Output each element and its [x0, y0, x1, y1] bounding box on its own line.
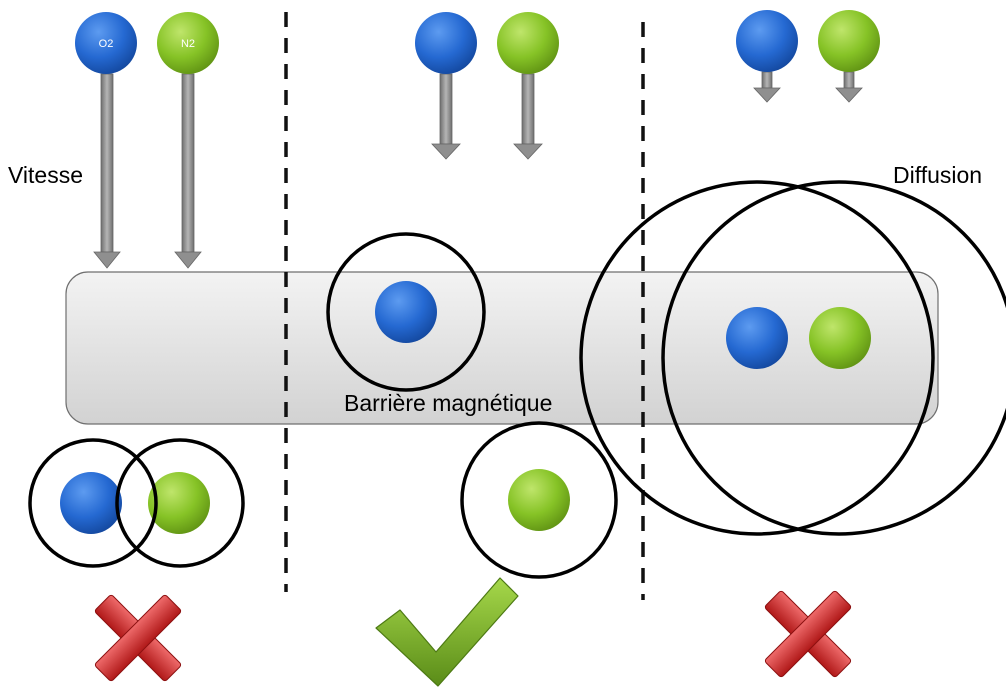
o2-particle-top-1 — [75, 12, 137, 74]
speed-label: Vitesse — [8, 162, 83, 188]
o2-particle-diffused — [726, 307, 788, 369]
magnetic-barrier — [65, 271, 939, 425]
o2-particle-top-2 — [415, 12, 477, 74]
barrier-label: Barrière magnétique — [344, 390, 552, 416]
cross-icon — [764, 590, 852, 678]
o2-label: O2 — [99, 38, 114, 50]
o2-diffusion-ring — [579, 180, 935, 536]
o2-pass-ring — [28, 438, 158, 568]
o2-particle-captured — [375, 281, 437, 343]
n2-particle-top-2 — [497, 12, 559, 74]
n2-pass-ring — [115, 438, 245, 568]
n2-diffusion-ring — [661, 180, 1006, 536]
check-icon — [375, 577, 519, 687]
n2-particle-top-3 — [818, 10, 880, 72]
o2-capture-ring — [326, 232, 486, 392]
n2-particle-passed — [148, 472, 210, 534]
arrow-n2-medium — [513, 73, 543, 160]
arrow-o2-medium — [431, 73, 461, 160]
n2-particle-top-1 — [157, 12, 219, 74]
diffusion-label: Diffusion — [893, 162, 982, 188]
n2-separated-ring — [460, 421, 618, 579]
o2-particle-top-3 — [736, 10, 798, 72]
n2-particle-separated — [508, 469, 570, 531]
n2-particle-diffused — [809, 307, 871, 369]
arrow-n2-short — [835, 71, 863, 103]
n2-label: N2 — [181, 38, 195, 50]
arrow-n2-long — [174, 73, 202, 269]
arrow-o2-long — [93, 73, 121, 269]
arrow-o2-short — [753, 71, 781, 103]
cross-icon — [94, 594, 182, 682]
o2-particle-passed — [60, 472, 122, 534]
